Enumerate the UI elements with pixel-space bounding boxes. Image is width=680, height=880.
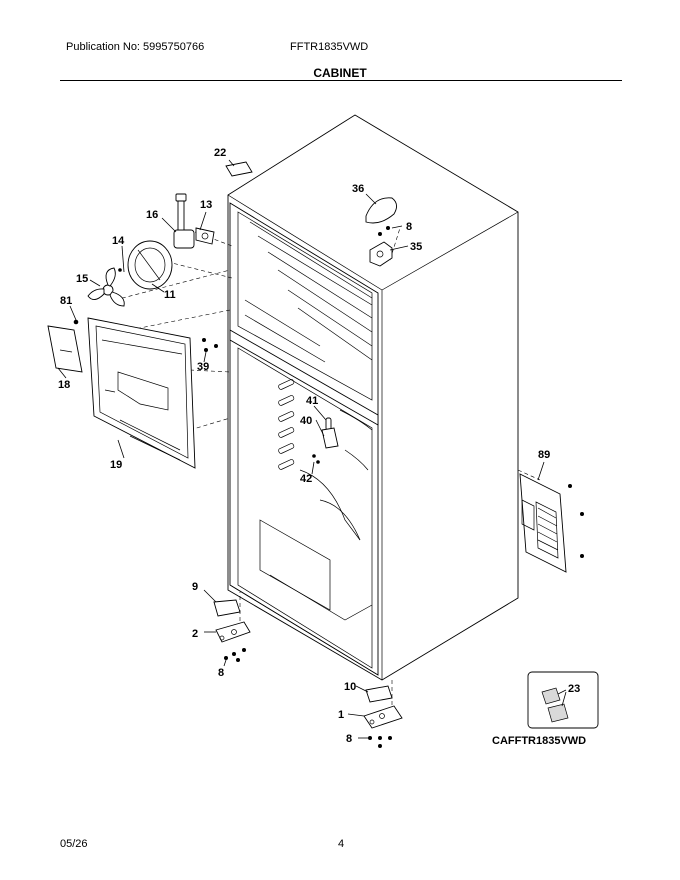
fan-shroud <box>127 240 173 290</box>
callout-9: 9 <box>192 581 198 593</box>
right-hinge-bracket <box>363 705 403 729</box>
callout-1: 1 <box>338 709 344 721</box>
callout-35: 35 <box>410 241 422 253</box>
callout-36: 36 <box>352 183 364 195</box>
page-number: 4 <box>338 838 345 850</box>
callout-40: 40 <box>300 415 312 427</box>
callout-2: 2 <box>192 628 198 640</box>
callout-41: 41 <box>306 395 318 407</box>
screws-42 <box>312 454 320 464</box>
cabinet-body <box>227 114 519 681</box>
callout-89: 89 <box>538 449 550 461</box>
callout-11: 11 <box>164 289 176 301</box>
callout-22: 22 <box>214 147 226 159</box>
light-cover <box>365 197 397 224</box>
evaporator-label-card <box>47 325 83 373</box>
callout-8-right: 8 <box>346 733 352 745</box>
callout-23: 23 <box>568 683 580 695</box>
left-screws-8 <box>224 648 246 662</box>
rear-access-panel <box>519 473 567 573</box>
callout-8-left: 8 <box>218 667 224 679</box>
inset-caption: CAFFTR1835VWD <box>492 735 586 747</box>
light-socket-bracket <box>369 241 393 267</box>
inset-box: 23 <box>527 671 599 729</box>
left-roller-cover <box>213 599 241 617</box>
callout-10: 10 <box>344 681 356 693</box>
section-title: CABINET <box>313 66 367 80</box>
callout-numbers: 22 16 13 36 8 14 35 15 11 81 39 18 41 40… <box>58 147 550 745</box>
right-screws-8 <box>368 736 392 748</box>
motor-bracket <box>195 227 215 245</box>
callout-15: 15 <box>76 273 88 285</box>
callout-13: 13 <box>200 199 212 211</box>
header-rule <box>60 80 622 81</box>
screw-81 <box>73 319 79 325</box>
model-number: FFTR1835VWD <box>290 41 369 53</box>
screws-39 <box>202 338 218 352</box>
callout-16: 16 <box>146 209 158 221</box>
fan-screw-14 <box>118 268 122 272</box>
screw-8-light <box>386 226 390 230</box>
thermostat-housing <box>321 427 339 449</box>
callout-39: 39 <box>197 361 209 373</box>
callout-14: 14 <box>112 235 125 247</box>
publication-number: Publication No: 5995750766 <box>66 41 205 53</box>
leader-lines <box>57 159 545 739</box>
fan-blade <box>87 267 125 307</box>
fan-motor <box>173 193 195 249</box>
footer-date: 05/26 <box>60 838 88 850</box>
callout-42: 42 <box>300 473 312 485</box>
right-roller-cover <box>365 685 393 703</box>
callout-81: 81 <box>60 295 72 307</box>
evaporator-cover <box>87 317 196 469</box>
screw-8-light-b <box>378 232 382 236</box>
label-22 <box>225 161 253 177</box>
callout-19: 19 <box>110 459 122 471</box>
left-hinge-bracket <box>215 621 251 643</box>
callout-8-light: 8 <box>406 221 412 233</box>
callout-18: 18 <box>58 379 70 391</box>
rear-panel-screws <box>568 484 584 558</box>
